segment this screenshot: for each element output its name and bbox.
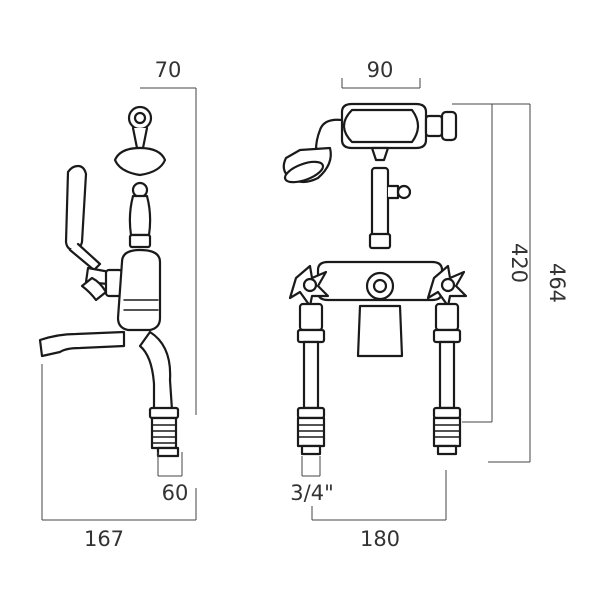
dim-side-reach: 167: [41, 364, 197, 551]
front-left-leg: [296, 302, 326, 456]
side-handset-cradle: [113, 105, 167, 199]
front-handset: [282, 102, 458, 184]
side-spout: [38, 330, 126, 358]
dim-front-centres-label: 180: [360, 527, 400, 551]
side-body: [116, 248, 162, 332]
dim-front-height-total: 464: [488, 103, 569, 463]
front-view: 90: [282, 58, 569, 551]
dim-side-reach-label: 167: [84, 527, 124, 551]
front-left-cross: [288, 264, 330, 308]
dim-front-thread: 3/4": [290, 456, 334, 505]
dim-front-top-label: 90: [367, 58, 394, 82]
dim-front-height-total-label: 464: [545, 263, 569, 303]
dim-side-top: 70: [140, 58, 197, 415]
dim-side-top-label: 70: [155, 58, 182, 82]
dim-side-base: 60: [157, 452, 189, 505]
dim-front-centres: 180: [311, 470, 447, 551]
front-bridge: [316, 260, 444, 358]
dim-front-height-inner-label: 420: [507, 243, 531, 283]
side-leg: [138, 330, 180, 458]
side-cross-head: [80, 266, 124, 302]
side-view: 70: [38, 58, 197, 551]
front-right-cross: [426, 264, 468, 308]
front-right-leg: [432, 302, 462, 456]
dim-side-base-label: 60: [162, 481, 189, 505]
side-riser: [128, 194, 152, 249]
dim-front-height-inner: 420: [452, 103, 531, 423]
dim-front-top: 90: [341, 58, 421, 89]
side-lever: [64, 164, 102, 272]
front-column: [368, 146, 412, 250]
dim-front-thread-label: 3/4": [290, 481, 333, 505]
